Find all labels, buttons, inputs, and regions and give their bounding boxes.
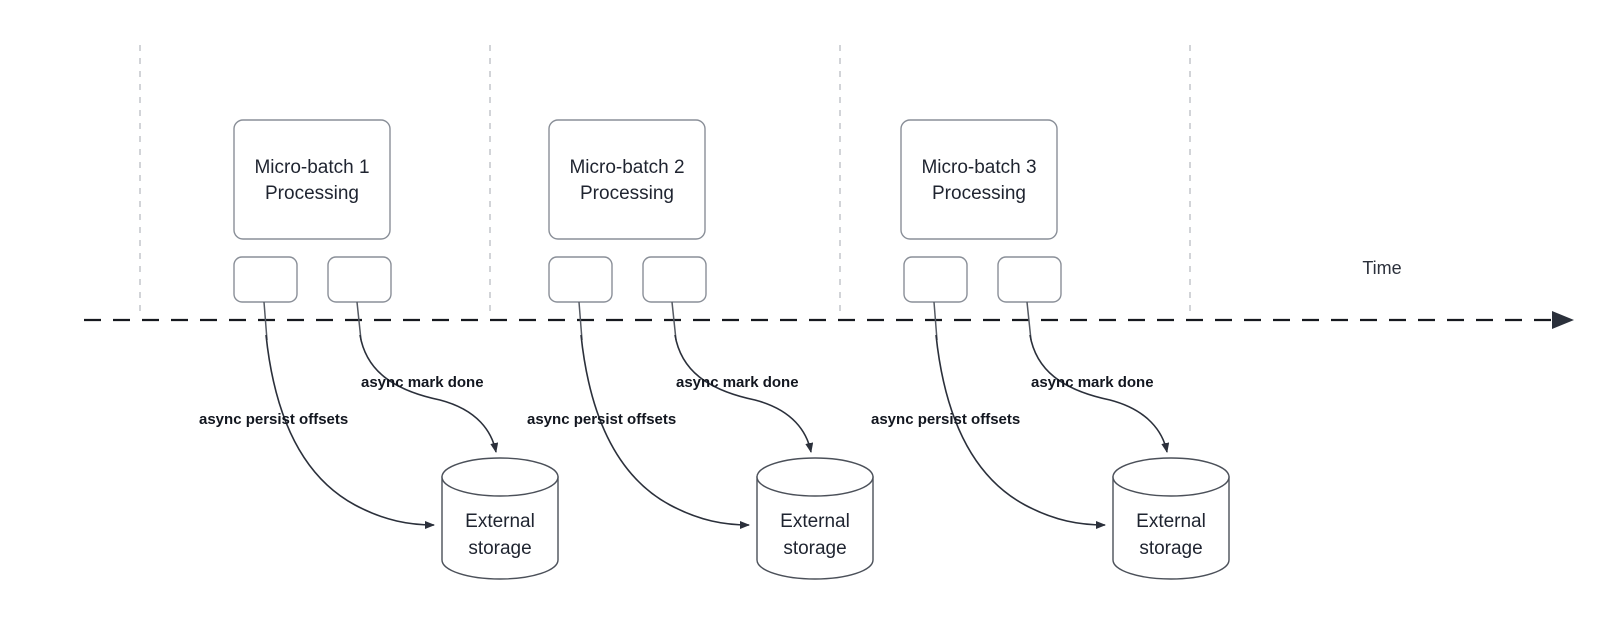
flow-mark-done-2-label: async mark done — [676, 374, 799, 391]
process-box-1-label-line2: Processing — [265, 183, 359, 204]
process-box-3-label-line2: Processing — [932, 183, 1026, 204]
task-connector-2b — [671, 301, 677, 341]
task-box-3a[interactable] — [903, 256, 968, 303]
flow-mark-done-1-label: async mark done — [361, 374, 484, 391]
process-box-2[interactable] — [548, 119, 706, 240]
process-box-3[interactable] — [900, 119, 1058, 240]
flow-mark-done-1 — [359, 334, 499, 453]
external-storage-1-label-line2: storage — [468, 538, 531, 559]
task-connector-1a — [263, 301, 268, 341]
flow-mark-done-3-label: async mark done — [1031, 374, 1154, 391]
task-connector-1b — [356, 301, 362, 341]
micro-batch-group-3 — [900, 119, 1230, 580]
task-box-1a[interactable] — [233, 256, 298, 303]
task-box-2a[interactable] — [548, 256, 613, 303]
micro-batch-group-2 — [548, 119, 874, 580]
external-storage-2-label-line2: storage — [783, 538, 846, 559]
flow-persist-offsets-3 — [935, 334, 1106, 529]
flow-mark-done-2 — [674, 334, 814, 453]
process-box-1[interactable] — [233, 119, 391, 240]
task-box-2b[interactable] — [642, 256, 707, 303]
micro-batch-group-1 — [233, 119, 559, 580]
process-box-2-label-line1: Micro-batch 2 — [569, 157, 684, 178]
flow-persist-offsets-2-label: async persist offsets — [527, 411, 676, 428]
task-connector-3a — [933, 301, 938, 341]
task-box-3b[interactable] — [997, 256, 1062, 303]
external-storage-1[interactable] — [441, 457, 559, 580]
task-connector-2a — [578, 301, 583, 341]
time-axis-label: Time — [1362, 258, 1401, 278]
external-storage-3-label-line2: storage — [1139, 538, 1202, 559]
flow-persist-offsets-1-label: async persist offsets — [199, 411, 348, 428]
flow-mark-done-3 — [1029, 334, 1170, 453]
process-box-1-label-line1: Micro-batch 1 — [254, 157, 369, 178]
task-connector-3b — [1026, 301, 1032, 341]
external-storage-3-label-line1: External — [1136, 511, 1206, 532]
process-box-3-label-line1: Micro-batch 3 — [921, 157, 1036, 178]
arrow-right-icon — [1552, 311, 1574, 329]
flow-persist-offsets-3-label: async persist offsets — [871, 411, 1020, 428]
flow-persist-offsets-2 — [580, 334, 750, 529]
external-storage-2-label-line1: External — [780, 511, 850, 532]
external-storage-2[interactable] — [756, 457, 874, 580]
external-storage-3[interactable] — [1112, 457, 1230, 580]
external-storage-1-label-line1: External — [465, 511, 535, 532]
task-box-1b[interactable] — [327, 256, 392, 303]
process-box-2-label-line2: Processing — [580, 183, 674, 204]
flow-persist-offsets-1 — [265, 334, 435, 529]
